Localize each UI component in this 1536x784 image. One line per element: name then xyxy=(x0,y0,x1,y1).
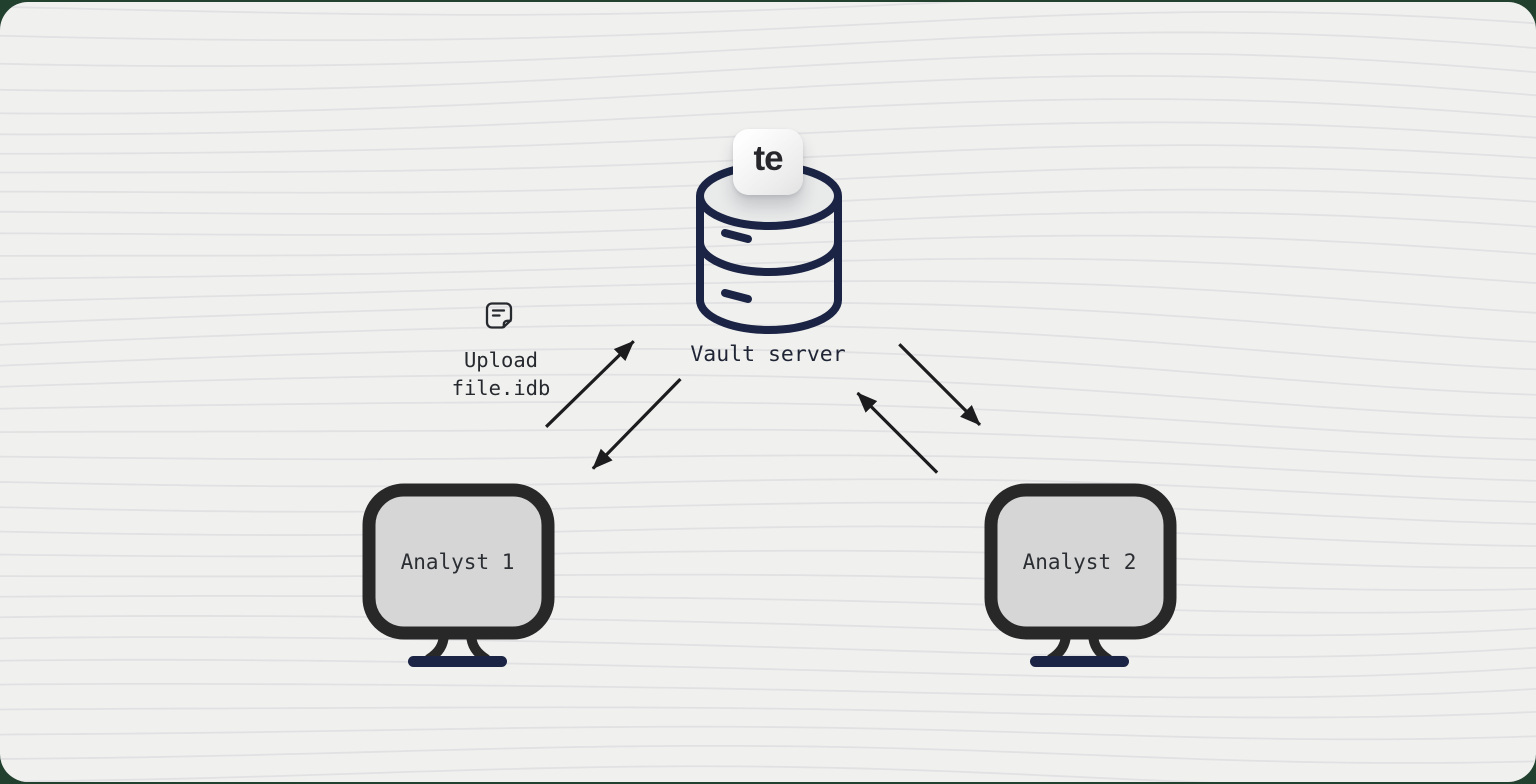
contour-line xyxy=(0,280,1536,314)
contour-line xyxy=(0,658,1536,679)
contour-line xyxy=(0,98,1536,136)
contour-line xyxy=(0,2,974,16)
contour-line xyxy=(0,744,1536,764)
arrow-vault-to-analyst1 xyxy=(591,377,682,470)
contour-line xyxy=(0,234,1536,257)
contour-line xyxy=(0,706,1536,719)
arrow-analyst2-to-vault xyxy=(856,391,939,474)
analyst-1-monitor: Analyst 1 xyxy=(362,483,555,667)
contour-line xyxy=(0,725,1536,741)
analyst-1-label: Analyst 1 xyxy=(401,550,515,574)
upload-note-line2: file.idb xyxy=(451,376,551,400)
contour-line xyxy=(0,401,1536,441)
te-badge-label: te xyxy=(753,139,783,178)
contour-line xyxy=(0,636,1536,659)
contour-line xyxy=(0,478,1536,504)
arrow-analyst1-to-vault xyxy=(545,340,635,428)
contour-line xyxy=(0,301,1536,343)
analyst-2-label: Analyst 2 xyxy=(1023,550,1137,574)
contour-line xyxy=(0,31,1536,67)
contour-line xyxy=(0,573,1536,591)
upload-note: Upload file.idb xyxy=(452,346,551,402)
contour-line xyxy=(0,428,1536,462)
te-badge: te xyxy=(733,129,803,195)
analyst-2-monitor: Analyst 2 xyxy=(984,483,1177,667)
contour-line xyxy=(0,348,1536,396)
contour-line xyxy=(0,595,1536,614)
contour-line xyxy=(0,454,1536,482)
upload-note-line1: Upload xyxy=(463,348,539,372)
contour-line xyxy=(0,615,1536,637)
contour-line xyxy=(0,52,1536,92)
contour-line xyxy=(0,373,1536,419)
contour-line xyxy=(0,683,1536,699)
contour-line xyxy=(0,549,1536,569)
contour-line xyxy=(0,765,1214,782)
contour-line xyxy=(0,257,1536,284)
contour-line xyxy=(0,324,1536,371)
document-icon xyxy=(485,302,513,329)
vault-server-label: Vault server xyxy=(690,342,846,367)
arrow-vault-to-analyst2 xyxy=(898,343,982,426)
contour-line xyxy=(0,11,1536,42)
contour-line xyxy=(0,501,1536,525)
contour-line xyxy=(0,75,1536,115)
contour-line xyxy=(0,525,1536,548)
